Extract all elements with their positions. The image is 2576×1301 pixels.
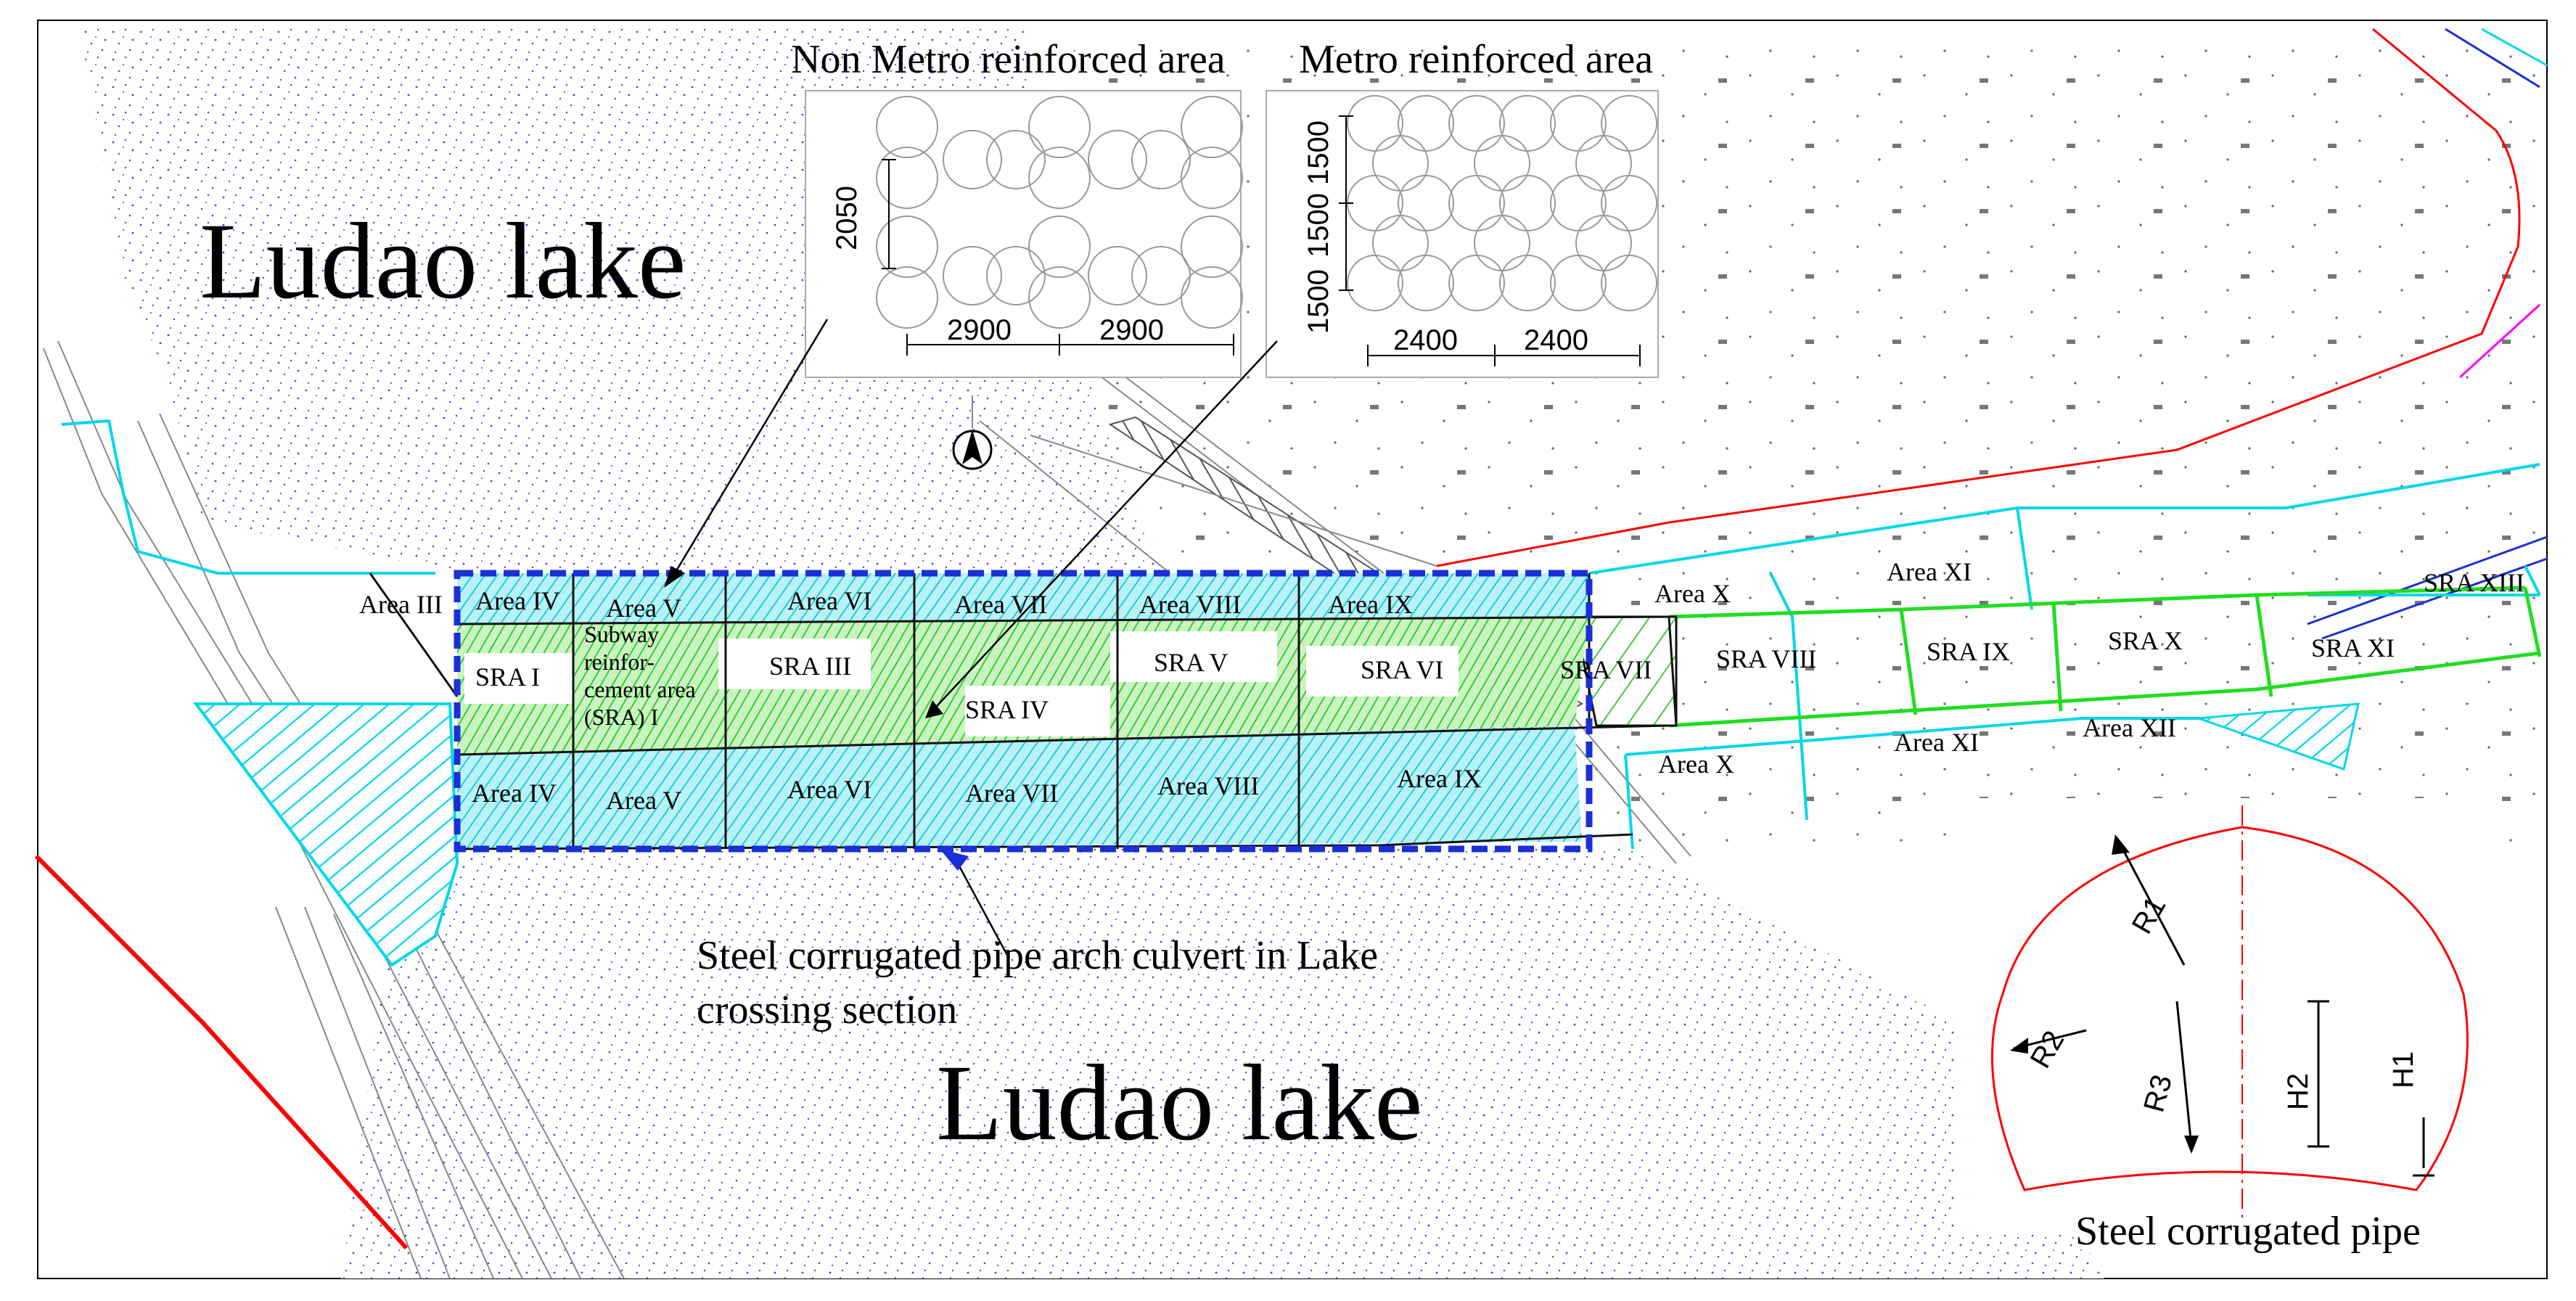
sra-label: SRA VIII xyxy=(1716,644,1816,673)
dim-non-metro-h2: 2900 xyxy=(1099,314,1164,346)
leader-lines xyxy=(673,319,1278,959)
sra-label: SRA I xyxy=(475,662,540,691)
culvert-caption-line-1: Steel corrugated pipe arch culvert in La… xyxy=(697,933,1378,978)
sra-label: SRA IX xyxy=(1927,637,2010,666)
area-label-top: Area IX xyxy=(1328,590,1413,619)
area-label-top: Area VI xyxy=(787,586,871,615)
green-sra-right xyxy=(1668,586,2542,728)
dim-non-metro-vertical: 2050 xyxy=(831,186,863,250)
leader-arrow-1 xyxy=(664,566,685,588)
area-label-top: Area IV xyxy=(475,586,560,615)
inset-non-metro-title: Non Metro reinforced area xyxy=(791,37,1226,82)
cyan-boundary-left xyxy=(61,419,435,575)
pipe-label-h2: H2 xyxy=(2282,1073,2314,1110)
inset-metro-title: Metro reinforced area xyxy=(1299,37,1653,82)
area-label-top: Area III xyxy=(359,590,443,619)
culvert-caption-line-2: crossing section xyxy=(697,988,957,1033)
sra-label: SRA X xyxy=(2108,626,2183,655)
sra-label: SRA VI xyxy=(1361,655,1443,684)
area-label-bottom: Area X xyxy=(1658,750,1734,779)
leader-arrow-3 xyxy=(940,849,969,871)
dim-metro-v3: 1500 xyxy=(1303,269,1334,334)
pipe-label-h1: H1 xyxy=(2387,1051,2419,1088)
lake-lower xyxy=(341,820,2104,1279)
area-label-top: Area VII xyxy=(954,590,1047,619)
area-label-bottom: Area V xyxy=(606,786,681,815)
main-block xyxy=(369,570,1678,853)
inset-non-metro: Non Metro reinforced area 2050 2900 2900 xyxy=(791,37,1243,378)
area-label-top: Area XI xyxy=(1887,557,1972,586)
north-arrow-icon xyxy=(952,395,993,470)
sra-label: SRA III xyxy=(769,652,851,681)
area-label-bottom: Area XI xyxy=(1894,728,1979,757)
sra-label: SRA IV xyxy=(965,695,1049,724)
area-label-top: Area X xyxy=(1654,579,1731,608)
area-label-top: Area VIII xyxy=(1139,590,1241,619)
cyan-hatched-wedge xyxy=(193,702,459,967)
leader-arrow-2 xyxy=(925,700,943,718)
area-label-bottom: Area XII xyxy=(2083,713,2176,742)
area-xii-hatch xyxy=(2198,702,2360,771)
dim-metro-v1: 1500 xyxy=(1303,120,1334,185)
lake-label-lower: Ludao lake xyxy=(936,1043,1423,1163)
sra-i-long-label: (SRA) I xyxy=(584,704,658,730)
area-label-bottom: Area IX xyxy=(1397,764,1482,793)
dim-non-metro-h1: 2900 xyxy=(947,314,1012,346)
sra-i-long-label: cement area xyxy=(584,676,696,702)
sra-label: SRA XIII xyxy=(2424,568,2524,597)
sra-i-long-label: reinfor- xyxy=(584,649,655,675)
sra-label: SRA VII xyxy=(1560,655,1652,684)
dim-metro-h2: 2400 xyxy=(1524,324,1588,356)
area-label-bottom: Area VIII xyxy=(1157,771,1259,800)
red-road-left xyxy=(34,854,409,1250)
sra-i-long-label: Subway xyxy=(584,621,659,647)
area-label-bottom: Area IV xyxy=(472,779,557,808)
sra-label: SRA XI xyxy=(2311,633,2395,662)
inset-metro: Metro reinforced area 1500 1500 1500 240… xyxy=(1266,37,1659,378)
pipe-caption: Steel corrugated pipe xyxy=(2075,1209,2421,1254)
sra-label: SRA V xyxy=(1154,648,1228,677)
lake-label-upper: Ludao lake xyxy=(200,201,686,321)
right-roads xyxy=(1030,28,2548,640)
dim-metro-h1: 2400 xyxy=(1393,324,1458,356)
pipe-section: R1 R2 R3 H2 H1 Steel corrugated pipe xyxy=(1959,798,2496,1254)
dim-metro-v2: 1500 xyxy=(1303,193,1334,258)
area-label-top: Area V xyxy=(606,594,681,623)
area-label-bottom: Area VI xyxy=(787,775,871,804)
area-label-bottom: Area VII xyxy=(965,779,1058,808)
